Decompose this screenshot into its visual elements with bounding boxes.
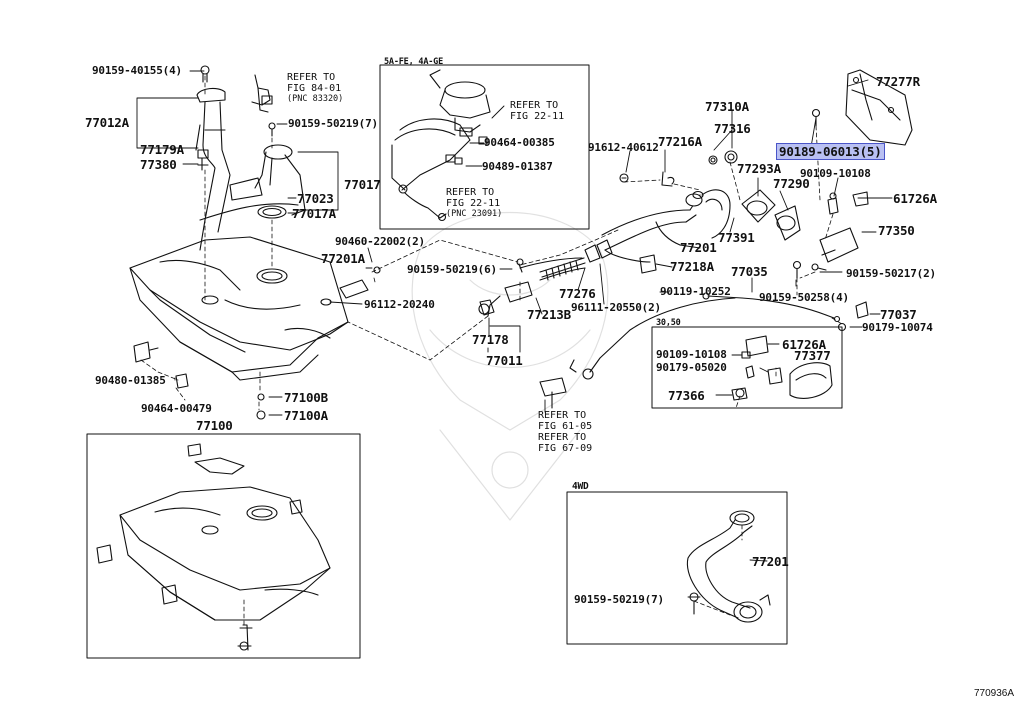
part-label: 77037 [880,307,917,322]
fuel-sender-assy [199,122,306,221]
part-label: 90179-10074 [862,321,933,334]
part-label: 77391 [718,230,755,245]
part-label: 77201A [321,251,365,266]
catalog-code: 770936A [973,688,1014,699]
part-label: 77100 [196,418,233,433]
dashed-guide-lines [140,75,843,626]
part-label: 77377 [794,348,831,363]
part-label: 90159-40155(4) [92,64,182,77]
part-label: 96112-20240 [364,298,435,311]
part-label: 77218A [670,259,714,274]
fuel-lid-parts [731,335,833,401]
part-label: 77201 [680,240,717,255]
inset-variant-title: 30,50 [656,318,681,328]
part-label: 90159-50217(2) [846,267,936,280]
part-label: 77310A [705,99,749,114]
filler-cover [811,69,913,146]
inset-box-fuel-tank-assy [86,433,361,659]
part-label: 77290 [773,176,810,191]
part-label: 77011 [486,353,523,368]
part-label: 77100B [284,390,328,405]
part-label: 90159-50258(4) [759,291,849,304]
part-label: 77316 [714,121,751,136]
wire-connector [251,74,273,113]
part-label: 77213B [527,307,571,322]
fuel-tank-main [129,236,349,381]
leader-lines [136,70,893,598]
part-label: 91612-40612 [588,141,659,154]
part-label: 61726A [893,191,937,206]
part-label: 77035 [731,264,768,279]
part-label: 77017A [292,206,336,221]
part-label: 90480-01385 [95,374,166,387]
part-label: 77023 [297,191,334,206]
part-label: 77216A [658,134,702,149]
part-label: 77100A [284,408,328,423]
part-label: 90159-50219(7) [288,117,378,130]
inset-box-engine [379,64,590,230]
part-label: 90460-22002(2) [335,235,425,248]
part-label: 90179-05020 [656,361,727,374]
inset-engine-title: 5A-FE, 4A-GE [384,57,444,67]
inset-box-4wd [566,491,788,645]
part-label: 77350 [878,223,915,238]
watermark-emblem [411,211,609,521]
filler-neck-parts [619,150,801,241]
inset-fuel-pump [391,69,491,222]
hose-parts [478,239,657,317]
fuel-pump-assy [195,65,231,251]
part-label: 77017 [344,177,381,192]
part-label: 90464-00385 [484,136,555,149]
fuel-lid-cable [539,292,841,409]
part-label: 77380 [140,157,177,172]
fuel-tank-assy [96,443,331,651]
part-label: 90489-01387 [482,160,553,173]
part-label: 90119-10252 [660,285,731,298]
part-label: 77293A [737,161,781,176]
part-label: 77276 [559,286,596,301]
part-label: 77201 [752,554,789,569]
part-label: 77178 [472,332,509,347]
part-label: 77277R [876,74,920,89]
right-small-parts [792,191,869,332]
part-label: 90109-10108 [656,348,727,361]
part-label: 96111-20550(2) [571,301,661,314]
part-label: 90464-00479 [141,402,212,415]
part-label: 77012A [85,115,129,130]
part-label: 61726A [782,337,826,352]
part-label: 77179A [140,142,184,157]
part-label: 90109-10108 [800,167,871,180]
highlighted-part-label[interactable]: 90189-06013(5) [776,143,885,160]
part-label: 90159-50219(7) [574,593,664,606]
part-label: 77366 [668,388,705,403]
part-label: 90159-50219(6) [407,263,497,276]
inset-4wd-title: 4WD [572,481,589,492]
filler-pipe [601,190,704,263]
inset-box-fuel-lid [651,326,843,409]
